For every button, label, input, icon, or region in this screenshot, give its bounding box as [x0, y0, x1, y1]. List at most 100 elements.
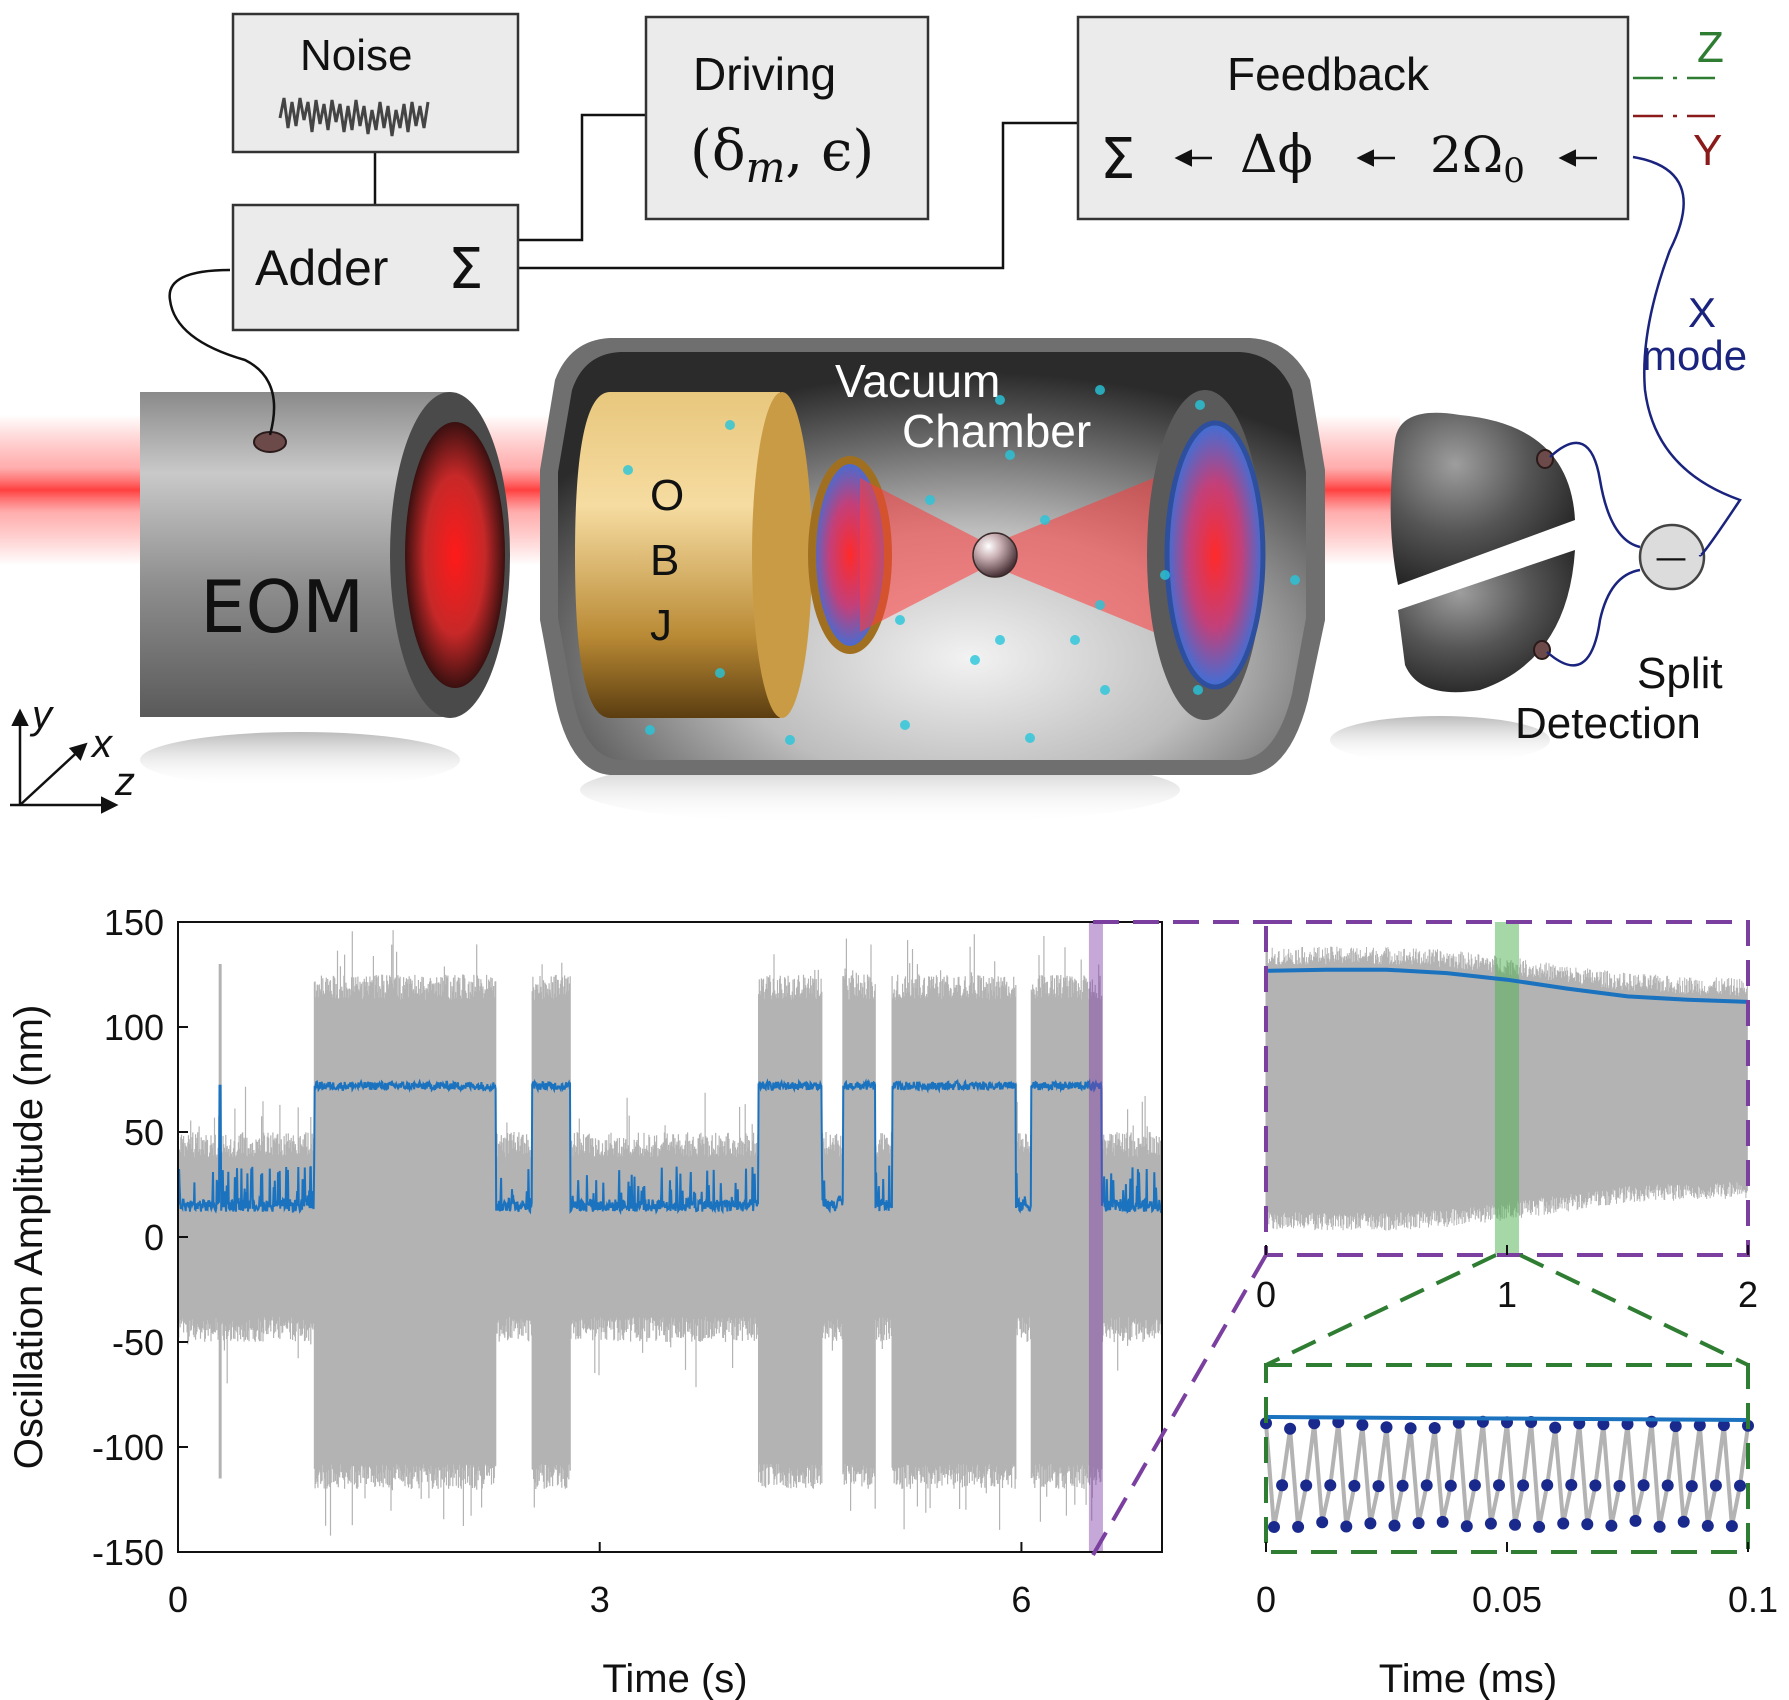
- noise-waveform-icon: [278, 97, 430, 137]
- driving-params: (δm, ϵ): [690, 119, 874, 192]
- trap-beam-cone: [860, 455, 1210, 655]
- zoom2-traces: [1260, 1415, 1754, 1533]
- adder-sum-symbol: Σ: [448, 237, 483, 302]
- zoom2-sample-point: [1444, 1479, 1457, 1492]
- detector-lower-half: [1398, 550, 1575, 693]
- levitated-particle: [972, 532, 1018, 578]
- zoom2-sample-point: [1685, 1480, 1698, 1493]
- zoom2-sample-point: [1541, 1479, 1554, 1492]
- x-mode-label-line2: mode: [1642, 332, 1747, 379]
- eom-shadow: [140, 732, 460, 788]
- zoom2-sample-point: [1581, 1518, 1594, 1531]
- zoom2-sample-point: [1509, 1518, 1521, 1531]
- main-ylabel: Oscillation Amplitude (nm): [7, 1005, 51, 1470]
- objective-letter-j: J: [650, 601, 672, 650]
- zoom2-sample-point: [1316, 1516, 1329, 1529]
- feedback-sum-symbol: Σ: [1100, 127, 1135, 192]
- amplitude-trace: [177, 1078, 1163, 1216]
- objective-letter-o: O: [650, 471, 684, 520]
- zoom2-xlabel: Time (ms): [1379, 1657, 1557, 1700]
- zoom2-sample-point: [1388, 1519, 1401, 1532]
- main-xtick-label: 6: [1011, 1579, 1031, 1620]
- main-ytick-label: 150: [104, 902, 164, 943]
- zoom2-sample-point: [1493, 1479, 1505, 1492]
- vacuum-chamber: O B J Vacuum Chamber: [540, 338, 1325, 775]
- zoom2-sample-point: [1372, 1480, 1385, 1493]
- feedback-freq-symbol: 2Ω0: [1430, 126, 1525, 191]
- main-ytick-label: 100: [104, 1007, 164, 1048]
- zoom1-xtick-label: 0: [1256, 1274, 1276, 1315]
- zoom2-sample-point: [1557, 1517, 1570, 1530]
- zoom2-sample-point: [1436, 1515, 1449, 1528]
- zoom2-sample-point: [1420, 1479, 1433, 1492]
- zoom-connectors: [1091, 920, 1268, 1556]
- zoom1-xtick-label: 1: [1497, 1274, 1517, 1315]
- zoom2-xtick-label: 0.05: [1472, 1579, 1542, 1620]
- z-mode-label: Z: [1697, 23, 1724, 72]
- zoom2-sample-point: [1725, 1520, 1738, 1533]
- detector-shadow: [1330, 716, 1550, 764]
- zoom2-xtick-label: 0: [1256, 1579, 1276, 1620]
- zoom1-xtick-label: 2: [1738, 1274, 1758, 1315]
- detection-label-line1: Split: [1637, 649, 1723, 698]
- zoom2-sample-point: [1396, 1479, 1409, 1492]
- main-highlight-band: [1088, 922, 1103, 1552]
- objective-letter-b: B: [650, 536, 679, 585]
- zoom2-sample-point: [1324, 1479, 1337, 1492]
- zoom2-sample-point: [1404, 1422, 1417, 1435]
- zoom2-sample-point: [1284, 1422, 1297, 1435]
- gas-particles: [623, 385, 1300, 745]
- zoom1-highlight-band: [1494, 922, 1520, 1255]
- eom: EOM: [140, 392, 510, 718]
- zoom2-sample-point: [1484, 1517, 1497, 1530]
- zoom1-amplitude-line: [1265, 967, 1749, 1004]
- x-mode-label-line1: X: [1688, 289, 1716, 336]
- zoom2-sample-point: [1709, 1479, 1722, 1492]
- zoom2-xtick-label: 0.1: [1728, 1579, 1778, 1620]
- zoom2-sample-point: [1589, 1479, 1602, 1492]
- zoom2-sample-point: [1412, 1517, 1425, 1530]
- split-detector: — Split Detection: [1390, 412, 1723, 748]
- zoom2-sample-point: [1364, 1517, 1377, 1530]
- eom-aperture: [405, 422, 505, 688]
- zoom2-sample-point: [1348, 1479, 1361, 1492]
- zoom-connectors-2: [1265, 1253, 1749, 1367]
- feedback-phase-symbol: Δϕ: [1240, 125, 1313, 185]
- zoom2-sample-point: [1260, 1417, 1272, 1430]
- noise-box: Noise: [231, 12, 520, 154]
- main-ytick-label: 50: [124, 1112, 164, 1153]
- zoom2-sample-point: [1565, 1479, 1578, 1491]
- main-traces: [177, 930, 1163, 1536]
- setup-diagram: EOM O B J Vacuum Chamber: [0, 12, 1747, 825]
- zoom2-sample-point: [1605, 1519, 1618, 1532]
- zoom2-sample-point: [1661, 1479, 1674, 1492]
- driving-box: Driving (δm, ϵ): [644, 15, 930, 221]
- main-xlabel: Time (s): [602, 1657, 747, 1700]
- raw-signal-band: [177, 930, 1162, 1536]
- zoom-chart-2: 0 0.05 0.1 Time (ms): [1256, 1363, 1778, 1700]
- zoom2-sample-point: [1380, 1421, 1393, 1434]
- zoom2-sample-point: [1356, 1418, 1369, 1431]
- chamber-label-line1: Vacuum: [835, 355, 1000, 407]
- detection-label-line2: Detection: [1515, 699, 1701, 748]
- zoom2-amplitude-line: [1265, 1415, 1749, 1422]
- detector-wire-bottom: [1546, 568, 1641, 667]
- eom-label: EOM: [200, 565, 364, 649]
- feedback-label: Feedback: [1227, 48, 1430, 100]
- zoom2-sample-point: [1549, 1421, 1562, 1434]
- zoom1-axes: 0 1 2: [1256, 1245, 1758, 1315]
- axis-z-label: z: [114, 760, 135, 804]
- y-mode-label: Y: [1693, 126, 1722, 175]
- coordinate-axes: [10, 708, 119, 814]
- axis-x-label: x: [90, 722, 114, 766]
- zoom2-sample-point: [1629, 1514, 1642, 1527]
- feedback-box: Feedback Σ Δϕ 2Ω0: [1076, 15, 1630, 221]
- zoom2-sample-point: [1677, 1515, 1690, 1528]
- zoom2-sample-point: [1268, 1521, 1280, 1533]
- main-ytick-label: -50: [112, 1322, 164, 1363]
- signal-wires: [168, 113, 1078, 436]
- zoom2-sample-point: [1428, 1422, 1441, 1434]
- adder-label: Adder: [255, 240, 388, 296]
